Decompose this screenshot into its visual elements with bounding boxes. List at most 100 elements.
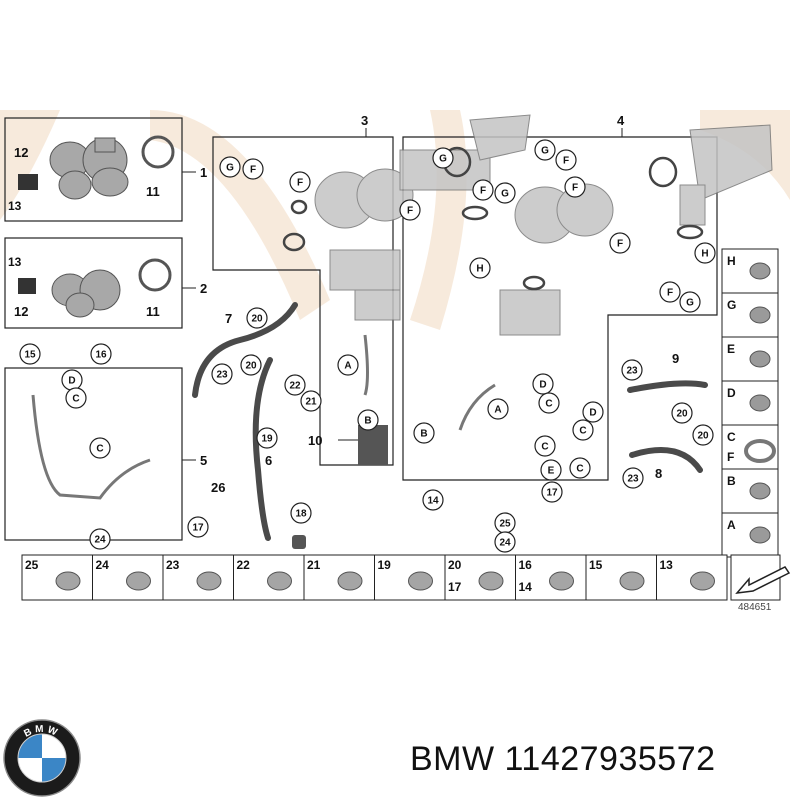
callout-text: F — [667, 288, 673, 299]
callout-text: D — [589, 408, 596, 419]
legend-part-icon — [749, 394, 771, 412]
callout-H: H — [469, 257, 491, 279]
callout-n17: 17 — [187, 516, 209, 538]
callout-circle — [337, 354, 359, 376]
callout-n19: 19 — [256, 427, 278, 449]
logo-letters: BMW — [22, 724, 58, 740]
coolant-hoses — [192, 302, 708, 541]
callout-circle — [569, 457, 591, 479]
callout-text: 16 — [95, 350, 107, 361]
callout-text: F — [407, 206, 413, 217]
callout-circle — [413, 422, 435, 444]
callout-circle — [540, 459, 562, 481]
callout-text: 20 — [245, 361, 257, 372]
callout-A: A — [337, 354, 359, 376]
callout-text: 23 — [216, 370, 228, 381]
callout-C: C — [569, 457, 591, 479]
legend-bottom-cell-21: 21 — [303, 554, 375, 601]
callout-text: F — [480, 186, 486, 197]
callout-F: F — [555, 149, 577, 171]
callout-text: 17 — [546, 488, 558, 499]
label-26: 26 — [211, 480, 225, 495]
callout-circle — [694, 242, 716, 264]
callout-F: F — [472, 179, 494, 201]
legend-bottom-cell-24: 24 — [92, 554, 164, 601]
callout-C: C — [538, 392, 560, 414]
callout-n24: 24 — [494, 531, 516, 553]
leader-lines — [182, 128, 623, 461]
callout-text: C — [545, 399, 552, 410]
legend-number: 17 — [448, 580, 462, 594]
callout-n23: 23 — [622, 467, 644, 489]
callout-circle — [422, 489, 444, 511]
callout-circle — [541, 481, 563, 503]
turbocharger-1 — [49, 137, 129, 200]
label-13a: 13 — [8, 199, 22, 213]
callout-text: F — [617, 239, 623, 250]
actuator-12b — [18, 278, 36, 294]
label-6: 6 — [265, 453, 272, 468]
legend-part-icon — [690, 571, 715, 591]
legend-part-icon — [196, 571, 222, 591]
assembly-3-frame — [212, 136, 394, 466]
callout-F: F — [659, 281, 681, 303]
label-13b: 13 — [8, 255, 22, 269]
legend-number: 14 — [519, 580, 533, 594]
label-10: 10 — [308, 433, 322, 448]
legend-part-icon — [408, 571, 433, 591]
callout-D: D — [61, 369, 83, 391]
callout-text: C — [579, 426, 586, 437]
legend-right-cell-H: H — [721, 248, 779, 294]
callout-circle — [622, 467, 644, 489]
callout-text: C — [576, 464, 583, 475]
legend-part-icon — [744, 439, 776, 463]
callout-circle — [534, 139, 556, 161]
callout-circle — [555, 149, 577, 171]
callout-circle — [19, 343, 41, 365]
callout-B: B — [413, 422, 435, 444]
clamp-11b — [138, 258, 172, 292]
label-11a: 11 — [146, 184, 160, 199]
callout-n24: 24 — [89, 528, 111, 550]
label-4: 4 — [617, 113, 625, 128]
callout-n23: 23 — [621, 359, 643, 381]
parts-diagram: 1 2 3 4 5 6 7 8 9 10 26 12 13 11 13 12 1… — [0, 110, 791, 613]
callout-text: G — [541, 146, 549, 157]
callout-circle — [211, 363, 233, 385]
legend-letter: H — [727, 254, 736, 268]
legend-part-icon — [619, 571, 645, 591]
callout-text: 23 — [627, 474, 639, 485]
callout-circle — [432, 147, 454, 169]
label-3: 3 — [361, 113, 368, 128]
callout-circle — [187, 516, 209, 538]
callout-text: F — [250, 165, 256, 176]
callout-circle — [582, 401, 604, 423]
callout-text: C — [96, 444, 103, 455]
bmw-logo: BMW — [3, 719, 81, 797]
callout-text: 24 — [499, 538, 511, 549]
label-1: 1 — [200, 165, 207, 180]
legend-right-cell-E: E — [721, 336, 779, 382]
callout-text: 19 — [261, 434, 273, 445]
legend-right-cell-B: B — [721, 468, 779, 514]
legend-bottom-cell-15: 15 — [585, 554, 657, 601]
callout-C: C — [89, 437, 111, 459]
brand-part-number: BMW 11427935572 — [410, 740, 716, 778]
label-11b: 11 — [146, 304, 160, 319]
callout-C: C — [65, 387, 87, 409]
legend-number: 15 — [589, 558, 603, 572]
callout-circle — [65, 387, 87, 409]
callout-n20: 20 — [671, 402, 693, 424]
legend-number: 20 — [448, 558, 462, 572]
callout-circle — [532, 373, 554, 395]
callout-n17: 17 — [541, 481, 563, 503]
callout-text: E — [548, 466, 555, 477]
legend-part-icon — [549, 571, 574, 591]
callout-G: G — [534, 139, 556, 161]
clamp-11a — [141, 135, 175, 169]
callout-circle — [659, 281, 681, 303]
